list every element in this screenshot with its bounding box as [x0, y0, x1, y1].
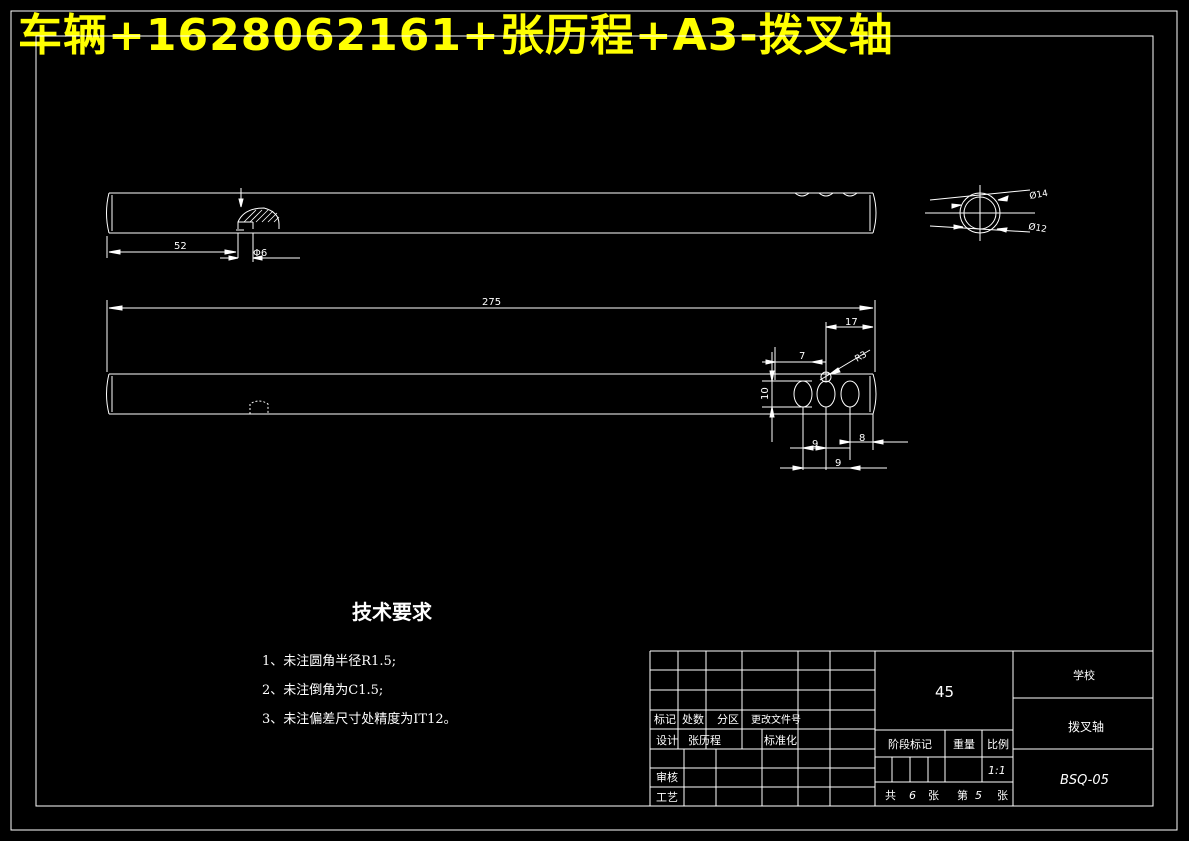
design-label: 设计	[656, 734, 678, 747]
review-label: 审核	[656, 770, 678, 784]
tech-item-2: 2、未注倒角为C1.5;	[262, 683, 383, 698]
dim-17-label: 17	[845, 317, 858, 328]
sheet-no: 5	[975, 789, 982, 802]
dim-275-label: 275	[482, 297, 501, 308]
dim-6	[220, 233, 300, 262]
header-change-doc: 更改文件号	[751, 713, 801, 726]
dim-7-label: 7	[799, 351, 805, 362]
header-zone: 分区	[717, 713, 739, 726]
shaft-top-view	[106, 192, 877, 234]
sheets-unit: 张	[928, 789, 939, 802]
dim-9b-label: 9	[835, 458, 841, 469]
dim-10-label: 10	[760, 387, 771, 400]
dim-6-label: Φ6	[253, 248, 267, 259]
shaft-front-view	[106, 371, 877, 415]
sheet-unit: 张	[997, 789, 1008, 802]
part-name-label: 拨叉轴	[1068, 719, 1104, 734]
weight-label: 重量	[953, 737, 975, 751]
dim-9a-label: 9	[812, 439, 818, 450]
designer-name: 张历程	[688, 734, 721, 747]
standard-label: 标准化	[764, 733, 797, 747]
dim-52	[106, 188, 244, 258]
stage-label: 阶段标记	[888, 737, 932, 751]
dim-275	[106, 300, 876, 372]
school-label: 学校	[1073, 668, 1095, 682]
header-count: 处数	[682, 713, 704, 726]
dim-14-label: Ø14	[1029, 188, 1049, 202]
dim-10	[762, 352, 812, 442]
title-block-grid	[649, 650, 1153, 806]
dim-12-label: Ø12	[1027, 221, 1047, 235]
material-label: 45	[935, 683, 954, 701]
tech-item-1: 1、未注圆角半径R1.5;	[262, 654, 396, 669]
outer-border	[10, 10, 1178, 831]
dim-7	[762, 347, 827, 380]
sheet-no-prefix: 第	[957, 788, 968, 802]
dim-8-label: 8	[859, 433, 865, 444]
sheets-total-prefix: 共	[885, 789, 896, 802]
dim-52-label: 52	[174, 241, 187, 252]
inner-frame	[35, 35, 1154, 807]
drawing-no-label: BSQ-05	[1060, 773, 1109, 788]
dim-lower	[780, 407, 908, 471]
process-label: 工艺	[656, 791, 678, 804]
scale-value: 1:1	[988, 764, 1006, 777]
pin-hatch	[243, 209, 280, 223]
tech-title: 技术要求	[352, 600, 433, 624]
dim-R3	[819, 349, 871, 381]
scale-label: 比例	[987, 737, 1009, 751]
tech-item-3: 3、未注偏差尺寸处精度为IT12。	[262, 711, 457, 727]
sheets-total: 6	[909, 789, 916, 802]
header-mark: 标记	[654, 712, 676, 726]
section-circle	[925, 185, 1035, 241]
